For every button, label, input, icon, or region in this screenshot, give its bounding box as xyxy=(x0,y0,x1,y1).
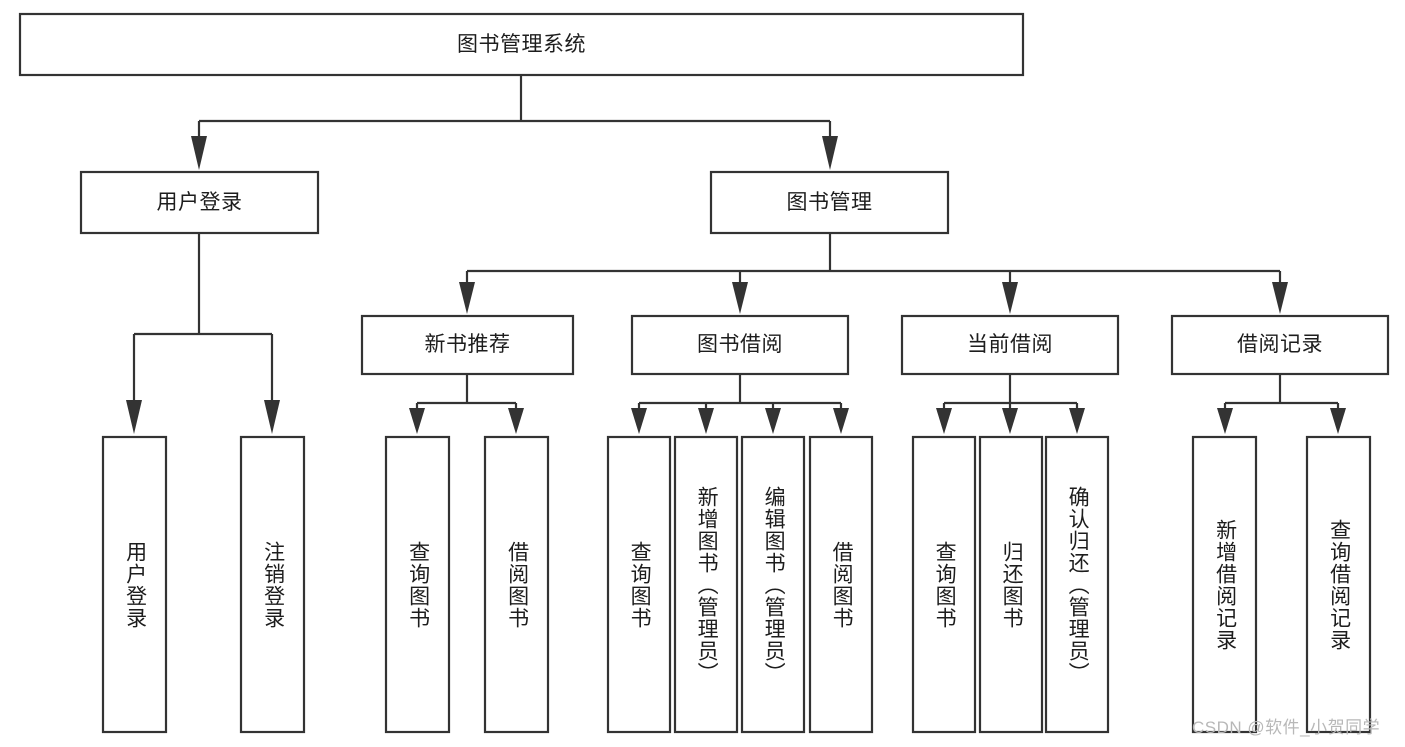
arrow-head-leaf-borrow-book-2 xyxy=(833,408,849,434)
node-box-leaf-borrow-book-2[interactable] xyxy=(808,435,874,734)
node-box-leaf-add-book[interactable] xyxy=(673,435,739,734)
arrow-head-leaf-query-book-3 xyxy=(936,408,952,434)
connector-group-user-login xyxy=(126,233,280,434)
arrow-head-leaf-return-book xyxy=(1002,408,1018,434)
arrow-head-leaf-query-book-2 xyxy=(631,408,647,434)
node-box-leaf-return-book[interactable] xyxy=(978,435,1044,734)
node-box-leaf-logout-login[interactable] xyxy=(239,435,306,734)
node-box-book-borrow[interactable] xyxy=(630,314,850,376)
arrow-head-leaf-confirm-return xyxy=(1069,408,1085,434)
arrow-head-borrow-record xyxy=(1272,282,1288,314)
arrow-head-current-borrow xyxy=(1002,282,1018,314)
connector-group-book-management xyxy=(459,233,1288,314)
arrow-head-book-management xyxy=(822,136,838,170)
arrow-head-leaf-edit-book xyxy=(765,408,781,434)
node-box-leaf-query-book-2[interactable] xyxy=(606,435,672,734)
node-box-leaf-user-login[interactable] xyxy=(101,435,168,734)
node-box-leaf-add-record[interactable] xyxy=(1191,435,1258,734)
node-box-book-management[interactable] xyxy=(709,170,950,235)
arrow-head-new-book-recommend xyxy=(459,282,475,314)
connector-group-book-borrow xyxy=(631,374,849,434)
node-box-user-login[interactable] xyxy=(79,170,320,235)
node-box-root[interactable] xyxy=(18,12,1025,77)
arrow-head-book-borrow xyxy=(732,282,748,314)
connector-group-current-borrow xyxy=(936,374,1085,434)
node-box-leaf-confirm-return[interactable] xyxy=(1044,435,1110,734)
node-box-borrow-record[interactable] xyxy=(1170,314,1390,376)
connector-group-root xyxy=(191,75,838,170)
node-box-current-borrow[interactable] xyxy=(900,314,1120,376)
arrow-head-leaf-query-record xyxy=(1330,408,1346,434)
arrow-head-user-login xyxy=(191,136,207,170)
node-box-leaf-query-book-1[interactable] xyxy=(384,435,451,734)
arrow-head-leaf-user-login xyxy=(126,400,142,434)
node-box-new-book-recommend[interactable] xyxy=(360,314,575,376)
connector-group-new-book-recommend xyxy=(409,374,524,434)
node-box-leaf-borrow-book-1[interactable] xyxy=(483,435,550,734)
node-box-leaf-query-book-3[interactable] xyxy=(911,435,977,734)
arrow-head-leaf-add-book xyxy=(698,408,714,434)
node-box-leaf-edit-book[interactable] xyxy=(740,435,806,734)
arrow-head-leaf-borrow-book-1 xyxy=(508,408,524,434)
connector-group-borrow-record xyxy=(1217,374,1346,434)
arrow-head-leaf-logout-login xyxy=(264,400,280,434)
node-box-leaf-query-record[interactable] xyxy=(1305,435,1372,734)
arrow-head-leaf-query-book-1 xyxy=(409,408,425,434)
arrow-head-leaf-add-record xyxy=(1217,408,1233,434)
